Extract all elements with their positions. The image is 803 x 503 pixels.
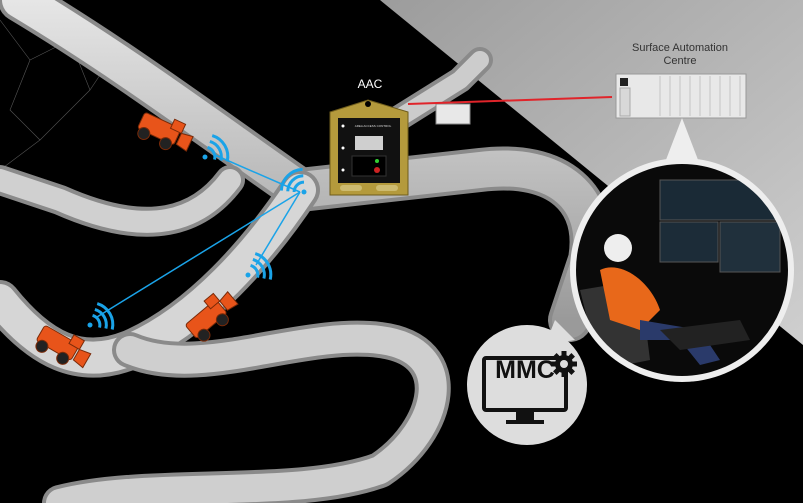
container-building-icon (615, 73, 747, 119)
wifi-icon (279, 167, 307, 195)
surface-centre-label-line1: Surface Automation (631, 42, 728, 54)
wireless-links (96, 154, 301, 318)
loader-vehicle-icon (35, 325, 92, 369)
surface-centre-label-line2: Centre (663, 55, 697, 67)
wifi-icon (245, 252, 273, 280)
mmc-label: MMC (495, 356, 555, 384)
surface-centre-label: Surface Automation Centre (610, 42, 750, 68)
surface-portal-block (435, 103, 471, 125)
operator-station-scene (574, 162, 790, 378)
aac-label: AAC (357, 77, 383, 91)
callout-pointer (664, 118, 700, 165)
loader-vehicle-icon (137, 112, 194, 152)
fibre-link-red (407, 96, 613, 105)
loader-vehicle-icon (185, 291, 239, 342)
wifi-icon (87, 302, 115, 330)
monitor-icon (482, 356, 568, 424)
control-panel-icon (329, 99, 409, 196)
wireframe-terrain (0, 0, 111, 171)
wifi-icon (202, 134, 230, 162)
aac-panel-title: AREA ACCESS CONTROL (354, 124, 392, 128)
gear-icon (551, 351, 577, 377)
